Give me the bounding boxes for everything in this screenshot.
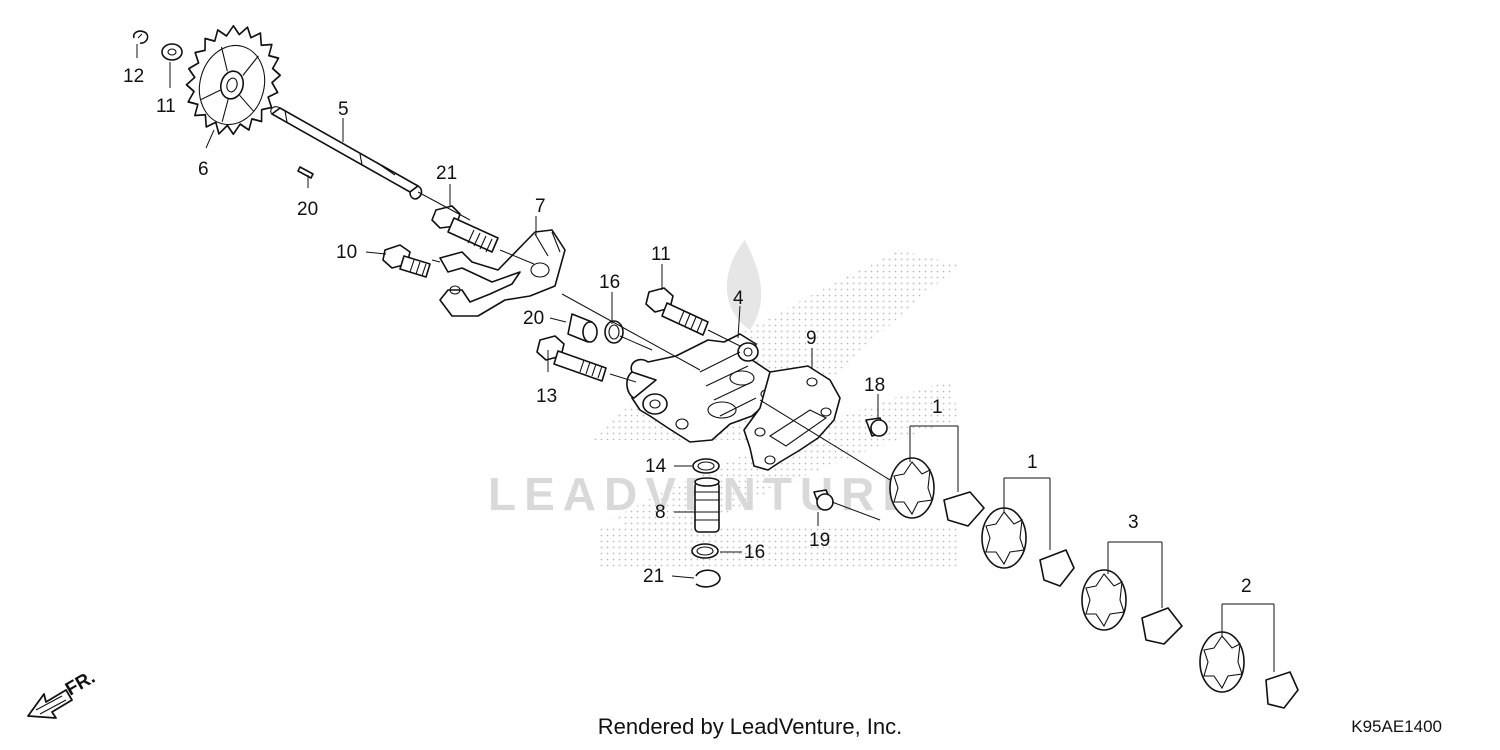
bolt-lower	[536, 335, 607, 382]
pump-shaft	[270, 106, 423, 200]
leader-lines	[136, 44, 1275, 672]
callout-19: 21	[643, 566, 664, 587]
callout-12: 11	[156, 96, 176, 117]
oil-pump-body	[626, 333, 772, 443]
washer	[161, 43, 183, 61]
diagram-code: K95AE1400	[1351, 717, 1442, 736]
callout-10: 10	[336, 242, 357, 263]
callout-7: 7	[535, 196, 546, 217]
front-arrow-icon	[27, 689, 73, 719]
callout-2-first: 1	[1027, 452, 1038, 473]
rotor-set-4	[1199, 631, 1299, 709]
callout-17-lower: 19	[809, 530, 830, 551]
callout-8: 8	[655, 502, 666, 523]
flange-bolt-short	[382, 244, 431, 278]
front-direction-indicator: FR.	[27, 667, 99, 719]
callout-6: 6	[198, 159, 209, 180]
o-ring-upper	[692, 458, 720, 474]
callout-2-second: 2	[1241, 576, 1252, 597]
o-ring-lower	[691, 543, 719, 559]
callout-15: 16	[599, 272, 620, 293]
dowel-upper	[865, 417, 888, 437]
callout-labels: 12 11 6 5 20 21 7 10 11 16 4 20 9 18 13 …	[123, 66, 1252, 597]
rotor-set-3	[1081, 569, 1183, 645]
callout-21: 21	[436, 163, 457, 184]
callout-16: 16	[744, 542, 765, 563]
circlip	[132, 30, 149, 44]
callout-1: 1	[932, 397, 943, 418]
callout-4: 4	[733, 288, 744, 309]
snap-ring	[695, 569, 721, 588]
rotor-set-1	[889, 457, 985, 527]
callout-11-lower: 13	[536, 386, 557, 407]
callout-14: 14	[645, 456, 667, 477]
collar	[567, 313, 598, 343]
pump-bracket	[439, 229, 566, 317]
callout-11-upper: 11	[651, 244, 671, 265]
callout-20: 20	[297, 199, 318, 220]
relief-valve	[694, 477, 720, 533]
pump-gasket	[743, 365, 841, 471]
callout-9: 9	[806, 328, 817, 349]
flange-bolt	[431, 205, 499, 253]
callout-18: 20	[523, 308, 544, 329]
o-ring	[604, 320, 624, 344]
rotor-set-2	[981, 507, 1075, 587]
callout-3: 3	[1128, 512, 1139, 533]
callout-13: 12	[123, 66, 144, 87]
rendered-by-credit: Rendered by LeadVenture, Inc.	[597, 714, 903, 739]
bolt-upper	[645, 287, 709, 336]
dowel-pin	[297, 166, 314, 179]
callout-5: 5	[338, 99, 349, 120]
callout-17-upper: 18	[864, 375, 885, 396]
assembly-centerlines	[417, 191, 891, 521]
drive-gear	[185, 24, 281, 136]
